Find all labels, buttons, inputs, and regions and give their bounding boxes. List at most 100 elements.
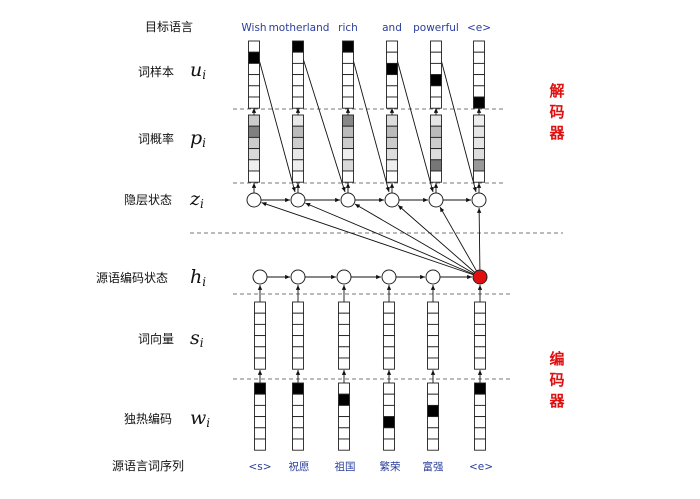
onehot-col-1-cell-1 [254, 382, 266, 395]
vector-col-1-cell-6 [254, 357, 266, 370]
label-source-sequence: 源语言词序列 [112, 458, 184, 473]
sample-col-4-cell-2 [386, 51, 398, 64]
vector-col-2-cell-3 [292, 323, 304, 337]
label-word-vector: 词向量 [138, 331, 174, 346]
prob-col-4-cell-4 [386, 148, 398, 161]
vector-col-2-cell-6 [292, 357, 304, 370]
sample-col-1-cell-2 [248, 51, 260, 64]
prob-col-6-cell-2 [473, 125, 485, 138]
target-word-3: rich [338, 22, 358, 34]
vector-col-3-cell-3 [338, 323, 350, 337]
sample-col-6-cell-3 [473, 62, 485, 76]
onehot-col-6-cell-6 [474, 438, 486, 451]
prob-col-2-cell-4 [292, 148, 304, 161]
sample-col-6-cell-1 [473, 40, 485, 53]
encoder-state-1 [252, 269, 268, 285]
symbol-u: ui [190, 59, 206, 82]
prob-col-4-cell-6 [386, 170, 398, 183]
prob-col-3-cell-4 [342, 148, 354, 161]
onehot-col-3-cell-2 [338, 393, 350, 406]
prob-col-4-cell-5 [386, 159, 398, 172]
prob-col-1-cell-1 [248, 114, 260, 127]
source-word-2: 祝愿 [289, 460, 310, 473]
sample-col-4-cell-6 [386, 96, 398, 109]
vector-col-2-cell-1 [292, 301, 304, 314]
onehot-col-6-cell-4 [474, 416, 486, 429]
onehot-col-2-cell-5 [292, 427, 304, 440]
sample-col-3-cell-6 [342, 96, 354, 109]
sample-col-2-cell-6 [292, 96, 304, 109]
onehot-col-4-cell-4 [383, 416, 395, 429]
prob-col-2-cell-1 [292, 114, 304, 127]
decoder-label-3: 器 [548, 124, 565, 142]
prob-col-1-cell-2 [248, 125, 260, 138]
sample-col-2-cell-3 [292, 62, 304, 76]
decoder-state-1 [246, 192, 262, 208]
vector-col-3-cell-6 [338, 357, 350, 370]
encoder-state-6 [472, 269, 488, 285]
vector-col-5-cell-5 [427, 346, 439, 359]
prob-col-2-cell-5 [292, 159, 304, 172]
decoder-state-4 [384, 192, 400, 208]
prob-col-1-cell-6 [248, 170, 260, 183]
sample-col-1-cell-5 [248, 85, 260, 98]
label-hidden-state: 隐层状态 [124, 193, 172, 207]
sample-col-2-cell-5 [292, 85, 304, 98]
arrow-feedback-4 [394, 51, 434, 193]
sample-col-5-cell-3 [430, 62, 442, 76]
onehot-col-4-cell-5 [383, 427, 395, 440]
arrow-context-2 [305, 202, 474, 275]
sample-col-5-cell-6 [430, 96, 442, 109]
vector-col-1-cell-5 [254, 346, 266, 359]
prob-col-6-cell-4 [473, 148, 485, 161]
onehot-col-3-cell-4 [338, 416, 350, 429]
target-word-6: <e> [467, 22, 491, 34]
vector-col-2-cell-2 [292, 312, 304, 325]
vector-col-3-cell-5 [338, 346, 350, 359]
vector-col-5-cell-4 [427, 335, 439, 348]
label-target-language: 目标语言 [145, 20, 193, 34]
vector-col-6-cell-6 [474, 357, 486, 370]
prob-col-2-cell-2 [292, 125, 304, 138]
onehot-col-3-cell-1 [338, 382, 350, 395]
source-word-1: <s> [248, 461, 271, 473]
prob-col-1-cell-4 [248, 148, 260, 161]
prob-col-5-cell-5 [430, 159, 442, 172]
source-word-3: 祖国 [335, 460, 356, 473]
target-word-4: and [382, 22, 402, 34]
onehot-col-6-cell-5 [474, 427, 486, 440]
arrows-layer [251, 51, 483, 383]
vector-col-1-cell-2 [254, 312, 266, 325]
sample-col-2-cell-1 [292, 40, 304, 53]
vector-col-6-cell-4 [474, 335, 486, 348]
vector-col-5-cell-1 [427, 301, 439, 314]
prob-col-6-cell-3 [473, 136, 485, 150]
onehot-col-6-cell-1 [474, 382, 486, 395]
onehot-col-4-cell-2 [383, 393, 395, 406]
onehot-col-2-cell-1 [292, 382, 304, 395]
symbol-s: si [190, 327, 204, 350]
onehot-col-4-cell-6 [383, 438, 395, 451]
sample-col-3-cell-4 [342, 74, 354, 87]
source-word-4: 繁荣 [380, 460, 401, 473]
onehot-col-1-cell-4 [254, 416, 266, 429]
onehot-col-3-cell-5 [338, 427, 350, 440]
onehot-col-2-cell-6 [292, 438, 304, 451]
arrow-feedback-1 [256, 51, 296, 193]
onehot-col-5-cell-3 [427, 404, 439, 418]
prob-col-2-cell-3 [292, 136, 304, 150]
onehot-col-5-cell-1 [427, 382, 439, 395]
sample-col-4-cell-4 [386, 74, 398, 87]
encoder-state-2 [290, 269, 306, 285]
vector-col-4-cell-4 [383, 335, 395, 348]
onehot-col-6-cell-2 [474, 393, 486, 406]
onehot-col-2-cell-4 [292, 416, 304, 429]
prob-col-5-cell-4 [430, 148, 442, 161]
symbol-z: zi [189, 188, 204, 211]
vector-col-4-cell-6 [383, 357, 395, 370]
encoder-label-1: 编 [549, 350, 564, 368]
vector-col-6-cell-5 [474, 346, 486, 359]
vector-col-1-cell-3 [254, 323, 266, 337]
prob-col-3-cell-5 [342, 159, 354, 172]
target-word-1: Wish [241, 22, 266, 34]
